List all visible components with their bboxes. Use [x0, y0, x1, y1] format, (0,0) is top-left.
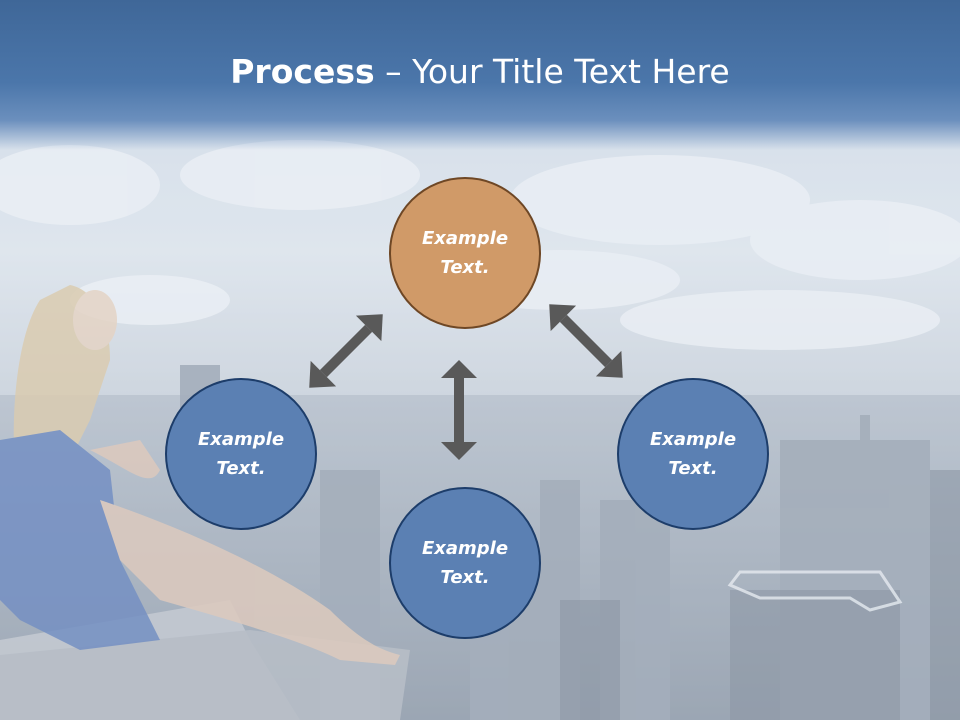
title-bar: Process – Your Title Text Here — [0, 0, 960, 150]
process-node-left: Example Text. — [165, 378, 317, 530]
process-node-right: Example Text. — [617, 378, 769, 530]
node-left-line2: Text. — [216, 458, 266, 479]
node-right-line1: Example — [649, 429, 737, 450]
node-right-line2: Text. — [668, 458, 718, 479]
node-top-line2: Text. — [440, 257, 490, 278]
node-bottom-line1: Example — [421, 538, 509, 559]
node-top-line1: Example — [421, 228, 509, 249]
double-arrow-right — [549, 304, 623, 378]
slide-title: Process – Your Title Text Here — [0, 52, 960, 91]
title-rest: – Your Title Text Here — [374, 52, 730, 91]
double-arrow-vertical — [441, 360, 477, 460]
title-bold: Process — [230, 52, 375, 91]
process-node-top: Example Text. — [389, 177, 541, 329]
node-bottom-line2: Text. — [440, 567, 490, 588]
node-left-line1: Example — [197, 429, 285, 450]
woman-figure — [0, 285, 400, 665]
double-arrow-left — [309, 314, 383, 388]
process-node-bottom: Example Text. — [389, 487, 541, 639]
